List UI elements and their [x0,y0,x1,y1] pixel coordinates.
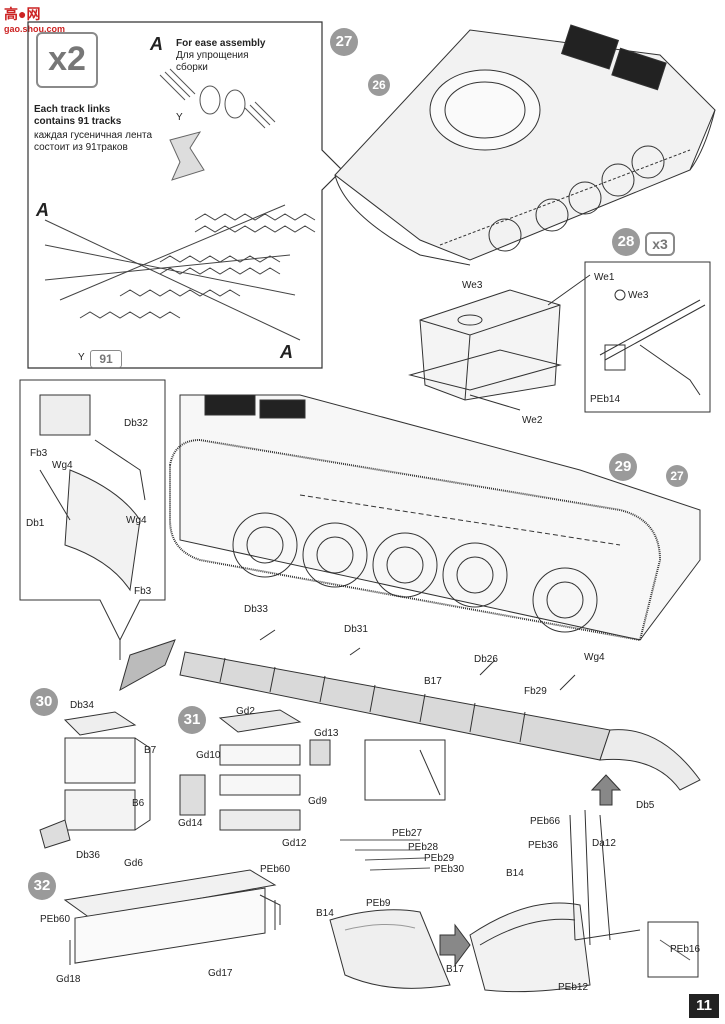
part-peb60-right: PEb60 [260,864,291,875]
part-gd14: Gd14 [178,818,203,829]
part-db1: Db1 [26,518,45,529]
ease-assembly-ru-2: сборки [176,62,208,73]
y-pin-label: Y [176,112,183,123]
part-b14-left: B14 [316,908,334,919]
page-number: 11 [689,994,719,1018]
part-b17-mudguard: B17 [446,964,464,975]
part-peb14: PEb14 [590,394,621,405]
part-gd18: Gd18 [56,974,81,985]
part-db33: Db33 [244,604,268,615]
part-gd2: Gd2 [236,706,255,717]
stowage-box-31 [179,709,331,831]
site-logo: 高●网 gao.shou.com [4,4,65,34]
track-pins-drawing [159,68,276,129]
part-fb3-bottom: Fb3 [134,586,152,597]
part-gd10: Gd10 [196,750,221,761]
logo-subtitle: gao.shou.com [4,24,66,34]
part-peb36: PEb36 [528,840,559,851]
rear-mudguard-assembled [469,809,641,993]
ease-assembly-ru-1: Для упрощения [176,50,249,61]
track-info-en-1: Each track links [34,104,111,115]
part-we1: We1 [594,272,615,283]
track-y-bottom: Y [78,352,85,363]
right-arrow [439,923,471,967]
part-we3: We3 [462,280,483,291]
part-db5: Db5 [636,800,655,811]
part-wg4-a: Wg4 [52,460,73,471]
part-b14-right: B14 [506,868,524,879]
tank-hull-top-drawing [334,24,716,266]
track-info-ru-2: состоит из 91траков [34,142,128,153]
part-db31: Db31 [344,624,368,635]
step-28-number: 28 [612,228,640,256]
track-a-right: A [280,342,293,362]
detail-panel-28 [584,261,711,413]
part-peb29: PEb29 [424,853,455,864]
ease-assembly-en: For ease assembly [176,38,266,49]
part-gd17: Gd17 [208,968,233,979]
part-we3-detail: We3 [628,290,649,301]
part-peb30: PEb30 [434,864,465,875]
part-26-callout: 26 [368,74,390,96]
part-peb12: PEb12 [558,982,589,993]
stowage-box-30 [39,711,151,849]
part-peb27: PEb27 [392,828,423,839]
track-a-left: A [36,200,49,220]
part-gd13: Gd13 [314,728,339,739]
part-db36: Db36 [76,850,100,861]
part-db26: Db26 [474,654,498,665]
part-fb29: Fb29 [524,686,547,697]
part-gd9: Gd9 [308,796,327,807]
part-wg4-c: Wg4 [584,652,605,663]
fender-detail-drawing [39,394,146,592]
part-gd12: Gd12 [282,838,307,849]
fender-inset [364,739,446,801]
part-db34: Db34 [70,700,94,711]
logo-title: 高●网 [4,6,41,22]
step-31-number: 31 [178,706,206,734]
down-arrow [169,131,205,181]
long-fender-drawing [119,629,701,791]
part-db32: Db32 [124,418,148,429]
part-peb66: PEb66 [530,816,561,827]
part-wg4-b: Wg4 [126,515,147,526]
part-da12: Da12 [592,838,616,849]
part-we2: We2 [522,415,543,426]
part-b17: B17 [424,676,442,687]
part-b6: B6 [132,798,145,809]
fender-detail-panel [19,379,166,642]
step-30-number: 30 [30,688,58,716]
ease-a-label: A [150,34,163,54]
step-27-number: 27 [330,28,358,56]
step-29-number: 29 [609,453,637,481]
track-links-drawing [44,204,316,341]
track-assembly-panel [27,21,343,369]
mudguard-drawing [329,839,451,989]
fuel-tank-drawing [408,274,591,411]
track-info-en-2: contains 91 tracks [34,116,122,127]
track-count-badge: 91 [90,350,122,368]
bracket-drawing [599,289,706,396]
track-info-ru-1: каждая гусеничная лента [34,130,153,141]
stowage-box-32 [63,869,281,965]
part-peb60-left: PEb60 [40,914,71,925]
part-b7: B7 [144,745,157,756]
up-arrow [590,774,622,806]
part-fb3-top: Fb3 [30,448,48,459]
part-peb9: PEb9 [366,898,391,909]
step-27-reference: 27 [666,465,688,487]
x2-multiplier: x2 [36,32,98,88]
part-peb28: PEb28 [408,842,439,853]
x3-multiplier: x3 [645,232,675,256]
part-peb16: PEb16 [670,944,701,955]
bolt-detail-inset [647,921,699,978]
step-32-number: 32 [28,872,56,900]
tank-side-drawing [169,394,701,642]
part-gd6: Gd6 [124,858,143,869]
